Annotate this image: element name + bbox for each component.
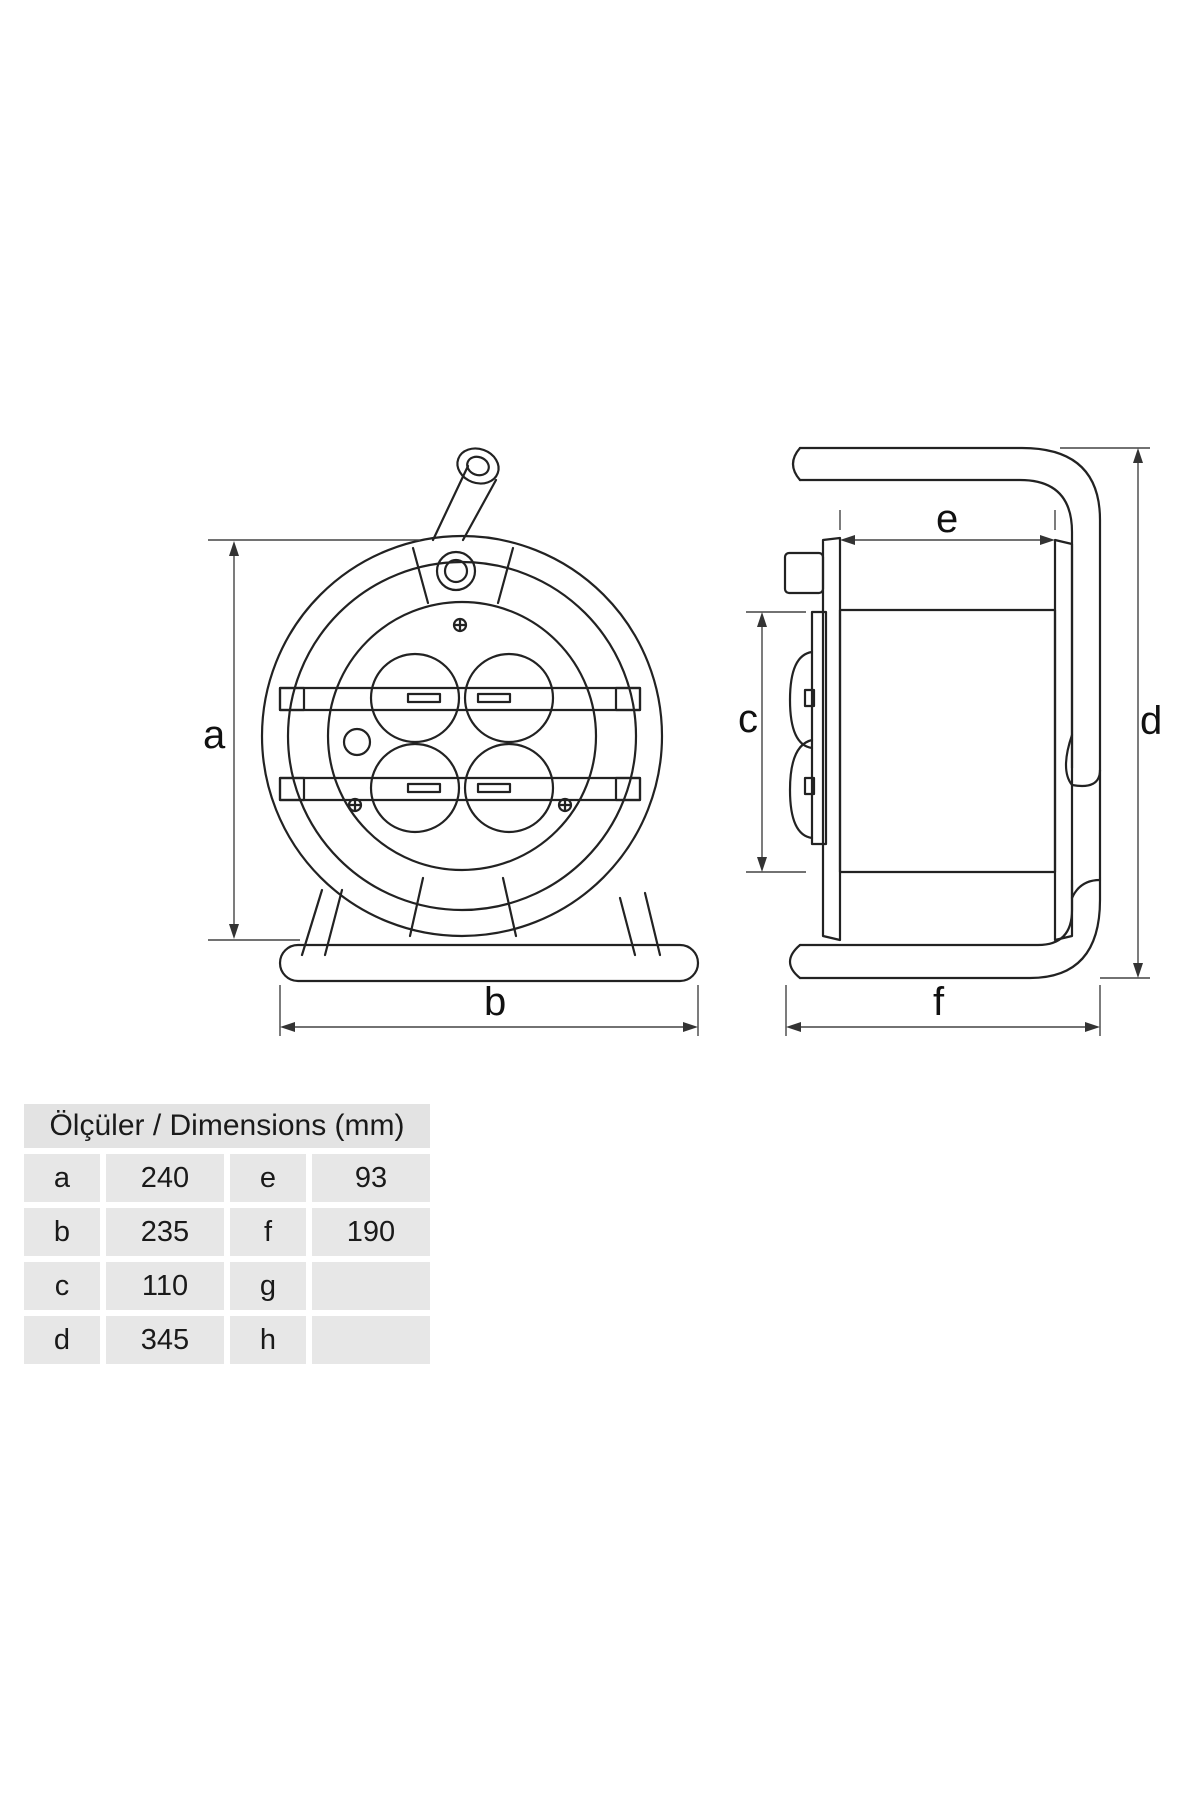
- label-b: b: [484, 980, 506, 1024]
- label-a: a: [203, 713, 226, 757]
- dim-value-cell: 240: [106, 1154, 224, 1202]
- dimension-d: d: [1060, 447, 1162, 979]
- side-top-handle: [798, 446, 1102, 880]
- side-socket-housing: [810, 610, 828, 846]
- dim-value-cell: 190: [312, 1208, 430, 1256]
- front-socket-hub: [326, 600, 598, 872]
- table-row: a 240 e 93: [24, 1154, 430, 1202]
- dimension-f: f: [785, 980, 1101, 1036]
- label-f: f: [933, 980, 945, 1024]
- dimensions-table: Ölçüler / Dimensions (mm) a 240 e 93 b 2…: [18, 1098, 436, 1370]
- dim-key-cell: b: [24, 1208, 100, 1256]
- front-screws: [347, 617, 573, 813]
- dim-key-cell: a: [24, 1154, 100, 1202]
- dim-value-cell: 235: [106, 1208, 224, 1256]
- dim-key-cell: g: [230, 1262, 306, 1310]
- table-row: c 110 g: [24, 1262, 430, 1310]
- front-view: a b: [203, 447, 700, 1036]
- side-left-disc: [821, 536, 842, 942]
- dim-key-cell: c: [24, 1262, 100, 1310]
- front-clamp-bottom: [278, 776, 642, 802]
- dim-value-cell: [312, 1262, 430, 1310]
- table-row: b 235 f 190: [24, 1208, 430, 1256]
- dim-key-cell: d: [24, 1316, 100, 1364]
- label-e: e: [936, 497, 958, 541]
- dim-key-cell: f: [230, 1208, 306, 1256]
- label-c: c: [738, 697, 758, 741]
- technical-drawing: a b: [203, 446, 1162, 1036]
- dimensions-table-title: Ölçüler / Dimensions (mm): [24, 1104, 430, 1148]
- dim-value-cell: 110: [106, 1262, 224, 1310]
- side-knob: [783, 551, 825, 595]
- front-inner-rim: [286, 560, 638, 912]
- dimension-b: b: [279, 980, 699, 1036]
- table-row: d 345 h: [24, 1316, 430, 1364]
- dimension-e: e: [839, 497, 1056, 545]
- front-sockets: [369, 652, 555, 834]
- side-drum: [838, 608, 1057, 874]
- dimension-a: a: [203, 539, 420, 941]
- side-view: c e d f: [738, 446, 1162, 1036]
- dim-value-cell: 93: [312, 1154, 430, 1202]
- dim-key-cell: h: [230, 1316, 306, 1364]
- dimension-c: c: [738, 611, 806, 873]
- front-switch: [342, 727, 372, 757]
- front-base-bar: [278, 943, 700, 983]
- label-d: d: [1140, 699, 1162, 743]
- front-clamp-top: [278, 686, 642, 712]
- dim-value-cell: 345: [106, 1316, 224, 1364]
- front-outer-rim: [260, 534, 664, 938]
- front-top-handle: [431, 447, 500, 542]
- dim-key-cell: e: [230, 1154, 306, 1202]
- dim-value-cell: [312, 1316, 430, 1364]
- front-top-knob: [435, 550, 477, 592]
